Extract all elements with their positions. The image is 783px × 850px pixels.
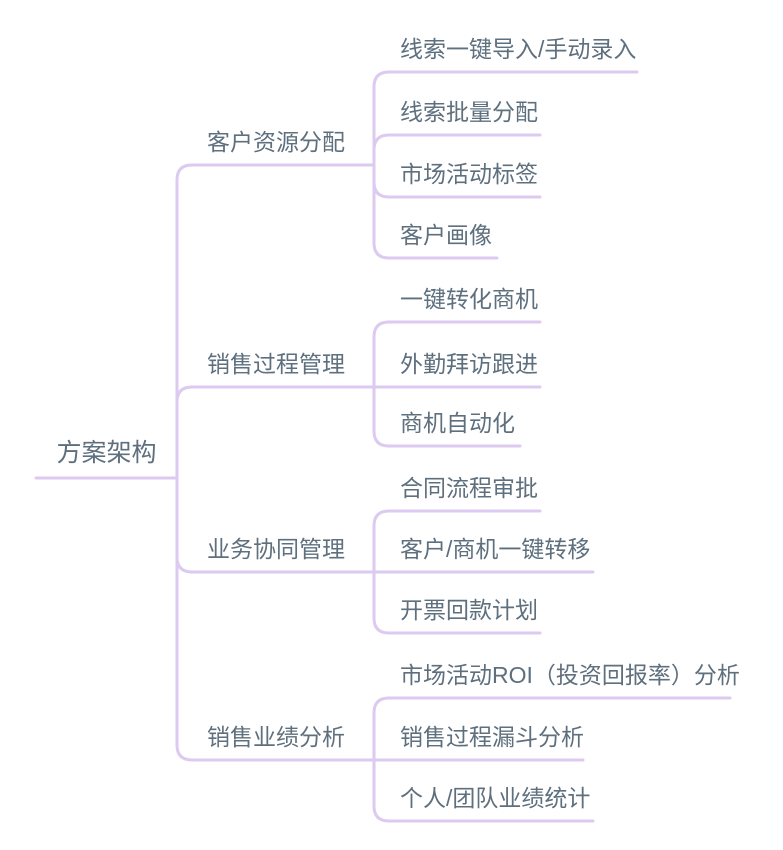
leaf-topic-invoice-payment-plan[interactable]: 开票回款计划 — [400, 597, 538, 623]
leaf-topic-contract-approval[interactable]: 合同流程审批 — [400, 475, 538, 501]
branch-topic-business-collab[interactable]: 业务协同管理 — [207, 536, 345, 562]
branch-topic-sales-analysis[interactable]: 销售业绩分析 — [207, 724, 345, 750]
branch-topic-customer-resource[interactable]: 客户资源分配 — [207, 129, 345, 155]
leaf-topic-opportunity-automation[interactable]: 商机自动化 — [400, 410, 515, 436]
connector-leaf-3-3 — [372, 570, 542, 635]
leaf-topic-performance-stats[interactable]: 个人/团队业绩统计 — [400, 785, 591, 811]
connector-branch-sales-analysis — [175, 476, 376, 762]
branch-topic-sales-process[interactable]: 销售过程管理 — [207, 351, 345, 377]
leaf-topic-one-click-convert[interactable]: 一键转化商机 — [400, 286, 538, 312]
connector-leaf-2-1 — [372, 320, 542, 389]
connector-branch-customer-resource — [175, 163, 376, 480]
connector-leaf-4-3 — [372, 758, 595, 823]
leaf-topic-field-visit[interactable]: 外勤拜访跟进 — [400, 351, 538, 377]
leaf-topic-lead-import[interactable]: 线索一键导入/手动录入 — [400, 36, 637, 62]
connector-leaf-2-3 — [372, 385, 522, 448]
connector-branch-sales-process — [175, 385, 376, 480]
leaf-topic-customer-transfer[interactable]: 客户/商机一键转移 — [400, 536, 591, 562]
connector-leaf-3-1 — [372, 509, 542, 574]
connector-leaf-1-1 — [372, 70, 639, 167]
connector-leaf-4-1 — [372, 696, 732, 762]
leaf-topic-sales-funnel-analysis[interactable]: 销售过程漏斗分析 — [400, 724, 584, 750]
leaf-topic-customer-profile[interactable]: 客户画像 — [400, 222, 492, 248]
connector-leaf-1-2 — [372, 133, 542, 167]
leaf-topic-lead-batch-assign[interactable]: 线索批量分配 — [400, 99, 538, 125]
root-topic[interactable]: 方案架构 — [56, 439, 157, 467]
connector-leaf-1-4 — [372, 163, 499, 260]
leaf-topic-campaign-tags[interactable]: 市场活动标签 — [400, 161, 538, 187]
leaf-topic-campaign-roi-analysis[interactable]: 市场活动ROI（投资回报率）分析 — [400, 662, 740, 688]
